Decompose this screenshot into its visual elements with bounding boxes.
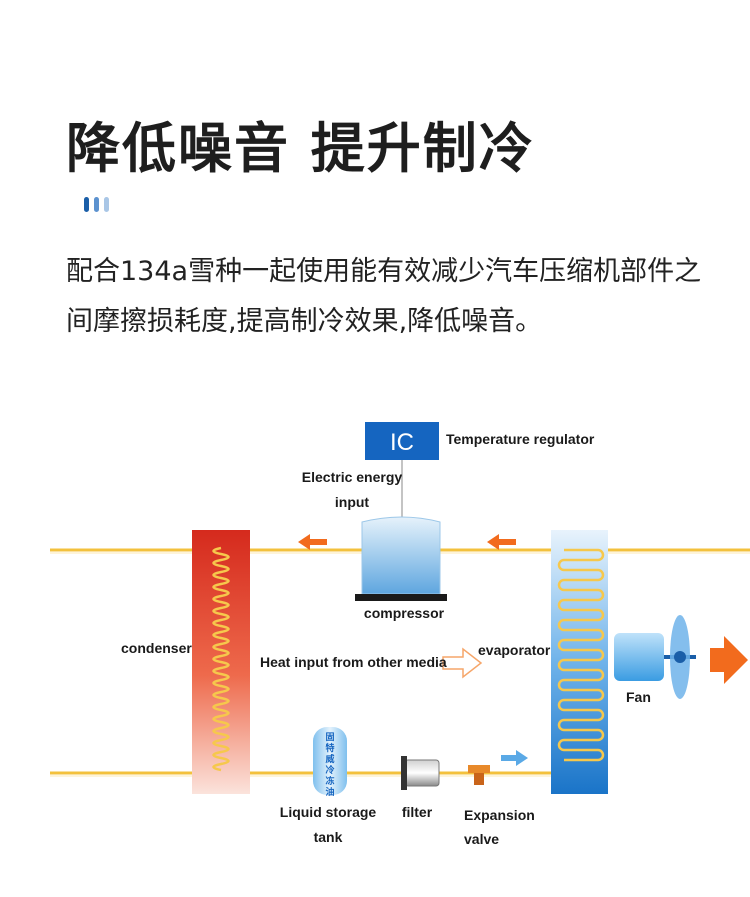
condenser-coil bbox=[212, 546, 230, 772]
fan-motor bbox=[614, 633, 664, 681]
heat-input-arrow bbox=[442, 647, 483, 679]
ic-regulator: IC bbox=[365, 422, 439, 460]
accent-dot-3 bbox=[104, 197, 109, 212]
title-accent-dots bbox=[84, 197, 109, 212]
expansion-valve-label: Expansion bbox=[464, 807, 535, 823]
filter-unit bbox=[401, 756, 440, 790]
liquid-storage-label-2: tank bbox=[314, 829, 343, 845]
filter-body bbox=[404, 759, 440, 787]
condenser-unit bbox=[192, 530, 250, 794]
heat-input-label: Heat input from other media bbox=[260, 654, 447, 670]
electric-energy-label-2: input bbox=[335, 494, 370, 510]
tank-body bbox=[313, 727, 347, 795]
condenser-label: condenser bbox=[121, 640, 192, 656]
expansion-valve-stem bbox=[474, 773, 484, 785]
temperature-regulator-label: Temperature regulator bbox=[446, 431, 595, 447]
liquid-storage-tank: 固特威冷冻油 bbox=[313, 727, 347, 798]
flow-arrow-left-2 bbox=[487, 534, 516, 550]
evaporator-label: evaporator bbox=[478, 642, 551, 658]
compressor-base bbox=[355, 594, 447, 601]
fan-label: Fan bbox=[626, 689, 651, 705]
filter-label: filter bbox=[402, 804, 433, 820]
page-title: 降低噪音 提升制冷 bbox=[66, 117, 535, 180]
filter-cap bbox=[401, 756, 407, 790]
accent-dot-2 bbox=[94, 197, 99, 212]
expansion-valve-unit bbox=[468, 765, 490, 785]
evaporator-coil bbox=[557, 548, 605, 762]
evaporator-unit bbox=[551, 530, 608, 794]
ic-box bbox=[365, 422, 439, 460]
compressor-body bbox=[361, 516, 441, 595]
fan-unit bbox=[614, 615, 696, 699]
compressor-unit bbox=[355, 516, 447, 601]
airflow-arrow bbox=[710, 636, 748, 684]
liquid-storage-label: Liquid storage bbox=[280, 804, 377, 820]
compressor-label: compressor bbox=[364, 605, 445, 621]
fan-hub bbox=[674, 651, 686, 663]
accent-dot-1 bbox=[84, 197, 89, 212]
flow-arrow-right-blue bbox=[501, 750, 528, 766]
description-text: 配合134a雪种一起使用能有效减少汽车压缩机部件之间摩擦损耗度,提高制冷效果,降… bbox=[66, 256, 702, 337]
ic-box-label: IC bbox=[390, 429, 414, 456]
tank-label-vertical: 固特威冷冻油 bbox=[325, 732, 334, 798]
expansion-valve-top bbox=[468, 765, 490, 773]
flow-arrow-left-1 bbox=[298, 534, 327, 550]
expansion-valve-label-2: valve bbox=[464, 831, 499, 847]
electric-energy-label: Electric energy bbox=[302, 469, 403, 485]
